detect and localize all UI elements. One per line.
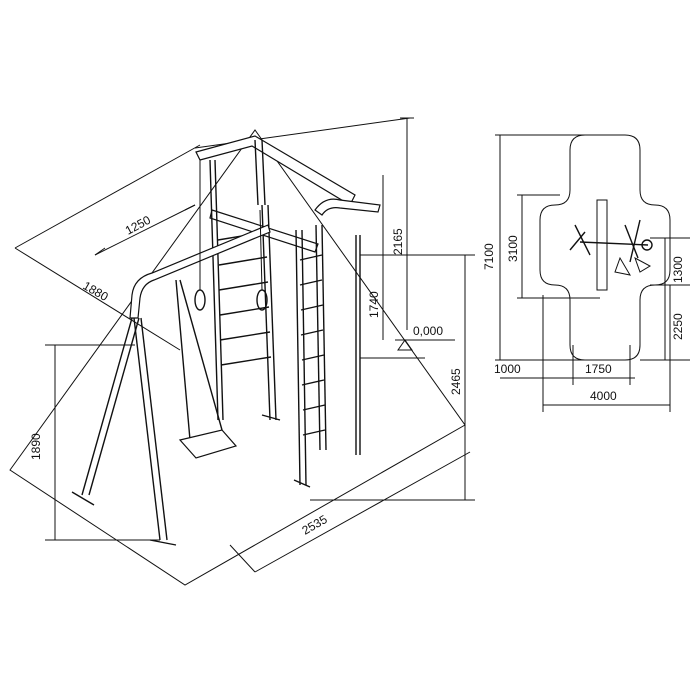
plan-equipment xyxy=(569,199,653,291)
dim-label-2250: 2250 xyxy=(671,313,685,340)
dim-label-1880: 1880 xyxy=(81,278,111,304)
dim-label-2465: 2465 xyxy=(449,368,463,395)
dim-label-1300: 1300 xyxy=(671,256,685,283)
plan-view: 7100 3100 1300 2250 1000 1750 4000 xyxy=(482,134,690,412)
wall-bars xyxy=(293,224,327,488)
swing-seat xyxy=(175,279,238,459)
dimension-2465: 2465 xyxy=(310,254,475,501)
dim-label-0000: 0,000 xyxy=(413,324,443,338)
dimension-1880: 1880 xyxy=(14,144,201,351)
dimension-2165: 2165 xyxy=(391,117,414,330)
level-mark-zero: 0,000 xyxy=(360,324,455,359)
dimension-2535: 2535 xyxy=(229,451,471,573)
gym-rings xyxy=(194,160,268,311)
rope-arm xyxy=(314,198,381,455)
swing-frame xyxy=(71,224,271,546)
dim-label-1000: 1000 xyxy=(494,362,521,376)
dim-label-1890: 1890 xyxy=(29,433,43,460)
dimension-1890: 1890 xyxy=(29,344,160,541)
dim-label-1750: 1750 xyxy=(585,362,612,376)
dim-label-7100: 7100 xyxy=(482,243,496,270)
main-ladder xyxy=(209,159,281,421)
dimension-1740: 1740 xyxy=(367,175,384,340)
dim-label-2535: 2535 xyxy=(300,512,330,538)
dimension-1250: 1250 xyxy=(94,204,196,256)
dim-label-1740: 1740 xyxy=(367,291,381,318)
top-frame xyxy=(195,135,356,253)
dim-label-2165: 2165 xyxy=(391,228,405,255)
dim-label-4000: 4000 xyxy=(590,389,617,403)
dim-label-3100: 3100 xyxy=(506,235,520,262)
